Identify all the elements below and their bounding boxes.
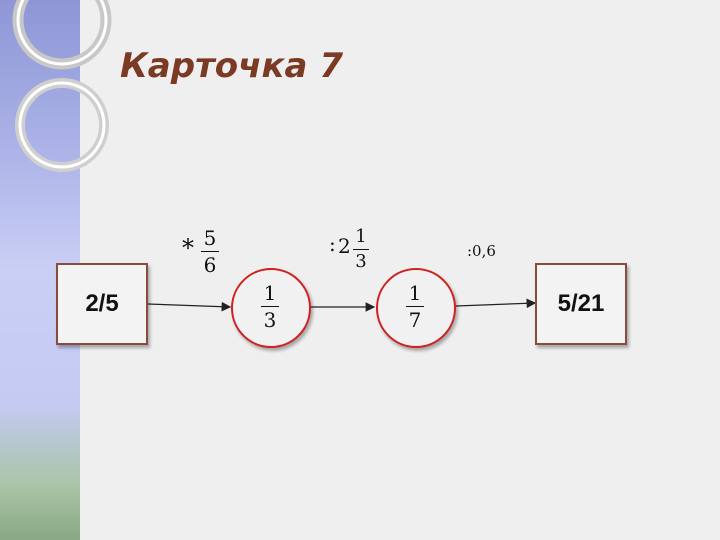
fraction-denominator: 3 (355, 251, 367, 272)
operation-1-symbol: * (182, 234, 194, 262)
arrow-1 (147, 301, 232, 312)
fraction-bar (201, 251, 219, 252)
fraction-bar (261, 306, 279, 307)
fraction-denominator: 7 (408, 308, 422, 332)
fraction-numerator: 1 (408, 281, 422, 305)
ring-bottom (15, 78, 109, 172)
start-value: 2/5 (85, 290, 119, 317)
intermediate-fraction-2: 1 7 (406, 283, 424, 330)
fraction-denominator: 6 (203, 253, 217, 277)
end-box: 5/21 (535, 263, 627, 345)
operation-3-text: :0,6 (467, 242, 496, 260)
operation-2-whole: 2 (338, 234, 351, 258)
fraction-numerator: 5 (203, 226, 217, 250)
arrow-3 (455, 298, 537, 309)
decorative-rings (12, 0, 112, 172)
operation-2-symbol: : (329, 232, 336, 256)
page-title: Карточка 7 (120, 46, 343, 86)
fraction-denominator: 3 (263, 308, 277, 332)
intermediate-fraction-1: 1 3 (261, 283, 279, 330)
intermediate-node-1: 1 3 (231, 268, 311, 348)
operation-2-fraction: 1 3 (353, 228, 369, 271)
ring-top (12, 0, 112, 70)
fraction-bar (353, 249, 369, 250)
fraction-numerator: 1 (263, 281, 277, 305)
intermediate-node-2: 1 7 (376, 268, 456, 348)
fraction-bar (406, 306, 424, 307)
end-value: 5/21 (557, 290, 605, 317)
start-box: 2/5 (56, 263, 148, 345)
operation-1-fraction: 5 6 (201, 228, 219, 275)
fraction-numerator: 1 (355, 226, 367, 247)
